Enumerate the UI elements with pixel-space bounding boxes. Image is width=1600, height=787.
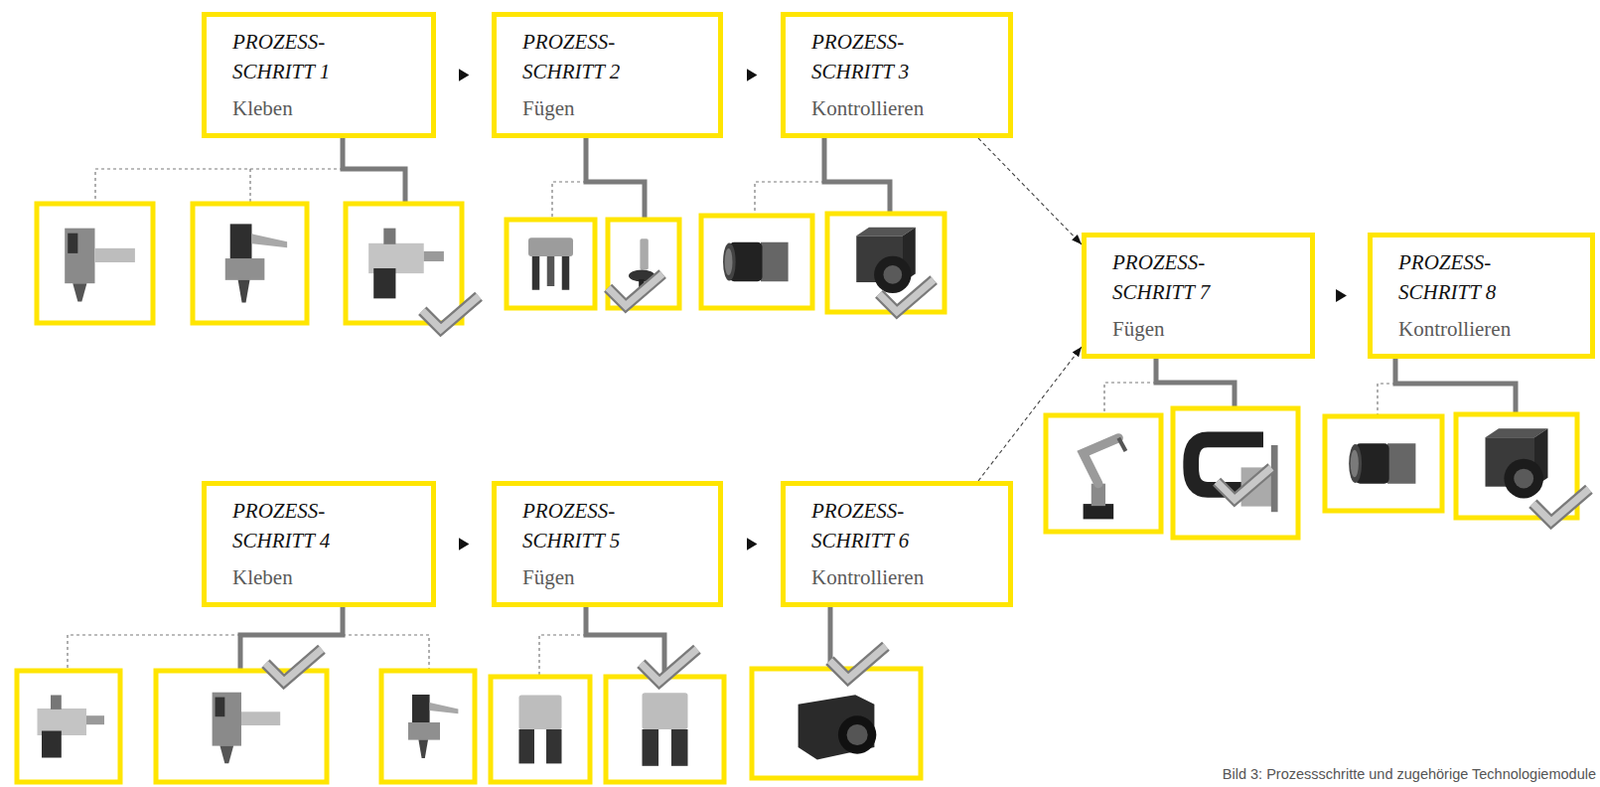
compact-camera [1485,428,1549,498]
step-heading: PROZESS- SCHRITT 4 [232,495,369,556]
module-frame [155,670,327,782]
module-frame [751,668,921,778]
process-box: PROZESS- SCHRITT 5 Fügen [491,480,724,607]
industrial-camera [723,242,789,283]
flow-arrow [436,543,492,546]
step-name: Kontrollieren [1398,313,1583,344]
check-mark [1532,488,1590,522]
check-mark [829,645,886,679]
option-branch [539,634,586,677]
step-name: Kontrollieren [811,562,1001,592]
selected-branch [824,136,890,214]
module-icons [37,223,1549,765]
check-mark [1216,467,1272,500]
step-heading: PROZESS- SCHRITT 8 [1398,247,1535,307]
option-branch [754,181,825,216]
linear-module [1190,438,1278,512]
process-box: PROZESS- SCHRITT 6 Kontrollieren [780,480,1014,607]
step-name: Kleben [232,93,424,124]
step-heading: PROZESS- SCHRITT 1 [232,26,369,87]
check-mark [265,648,322,682]
process-box: PROZESS- SCHRITT 3 Kontrollieren [780,11,1014,139]
dispensing-valve [212,692,282,764]
step-name: Kleben [232,562,424,592]
module-frame [36,203,153,323]
module-frame [1455,414,1578,518]
dispensing-valve [225,223,288,302]
transfer-arrow [978,138,1082,245]
module-frame [16,670,121,782]
option-branch [95,168,343,204]
check-mark [607,274,663,306]
selected-branch [342,136,406,204]
industrial-camera [1348,442,1416,484]
three-finger-gripper [528,237,574,291]
module-frame [506,219,595,308]
step-name: Fügen [522,562,711,592]
module-frame [381,670,475,782]
dispensing-valve [37,695,106,758]
flow-arrow [1314,294,1368,297]
selected-branch [240,603,343,671]
option-branch [1104,382,1157,416]
step-heading: PROZESS- SCHRITT 3 [811,26,948,87]
step-heading: PROZESS- SCHRITT 5 [522,495,659,556]
compact-camera [856,227,916,293]
module-frames [16,203,1578,782]
transfer-arrow [978,346,1082,481]
option-branch [67,634,430,671]
step-name: Kontrollieren [811,93,1001,124]
selected-branch [1395,358,1516,415]
module-frame [345,203,462,323]
module-frame [192,203,307,323]
dispensing-valve [408,694,458,758]
module-frame [827,213,945,312]
industrial-camera [798,694,877,759]
process-box: PROZESS- SCHRITT 1 Kleben [201,11,437,139]
parallel-gripper [519,695,563,764]
module-frame [701,215,813,308]
step-name: Fügen [1112,313,1303,344]
dispensing-valve [368,228,444,299]
dispensing-valve [64,228,136,302]
step-heading: PROZESS- SCHRITT 6 [811,495,948,556]
selected-branch [1156,358,1235,409]
module-frame [1172,408,1299,538]
flow-arrow [723,543,781,546]
connectors [436,75,1368,545]
step-heading: PROZESS- SCHRITT 2 [522,26,659,87]
flow-arrow [723,74,781,77]
figure-caption: Bild 3: Prozessschritte und zugehörige T… [1222,765,1597,783]
selected-branch [585,603,665,677]
process-box: PROZESS- SCHRITT 7 Fügen [1081,232,1315,359]
module-frame [607,219,680,308]
module-frame [605,676,725,782]
check-mark [640,648,698,682]
step-heading: PROZESS- SCHRITT 7 [1112,247,1249,307]
check-mark [422,295,479,329]
module-frame [1045,415,1162,532]
flow-arrow [436,74,492,77]
selected-branch [585,136,645,220]
option-branch [552,181,586,220]
parallel-gripper [642,692,689,766]
step-name: Fügen [522,93,711,124]
process-box: PROZESS- SCHRITT 2 Fügen [491,11,724,139]
process-box: PROZESS- SCHRITT 4 Kleben [201,480,437,607]
module-frame [1324,416,1443,511]
check-mark [878,280,934,312]
process-box: PROZESS- SCHRITT 8 Kontrollieren [1367,232,1596,359]
selection-tree [67,136,1516,677]
module-frame [490,676,590,782]
option-branch [1377,383,1396,417]
robot-arm [1083,437,1127,520]
